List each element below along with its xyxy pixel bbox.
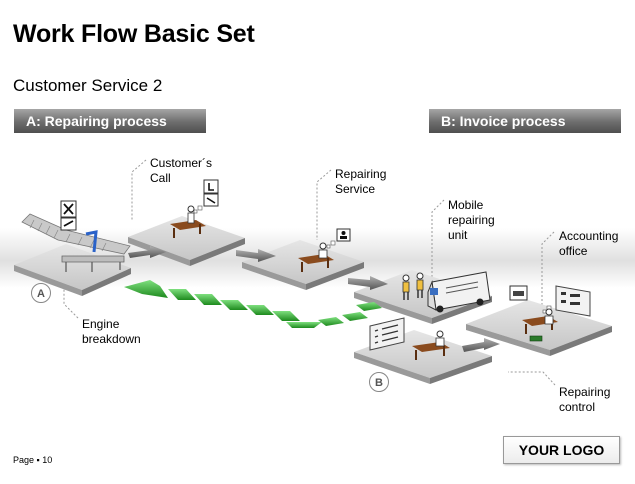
- label-repairing-service: Repairing Service: [335, 167, 387, 196]
- page-subtitle: Customer Service 2: [13, 76, 163, 95]
- page-number: Page ▪ 10: [13, 455, 53, 465]
- page-title: Work Flow Basic Set: [13, 20, 255, 48]
- credit-card-icon: [509, 285, 528, 301]
- marker-b: B: [369, 372, 389, 392]
- return-arrow-green: [124, 280, 382, 328]
- wrench-tools-icon: [60, 200, 77, 231]
- label-customer-call: Customer´s Call: [150, 156, 213, 185]
- flow-arrows-gray: [128, 246, 500, 352]
- org-chart-icon: [542, 285, 591, 317]
- logo-placeholder: YOUR LOGO: [503, 436, 620, 464]
- leader-lines: [63, 159, 556, 386]
- platform-engine: [14, 244, 131, 296]
- checklist-board-icon: [369, 317, 405, 351]
- section-header-a: A: Repairing process: [14, 109, 206, 133]
- phone-wrench-icon: [193, 179, 219, 214]
- label-accounting-office: Accounting office: [559, 229, 619, 258]
- mechanics-icon: [402, 272, 424, 300]
- person-card-icon: [326, 228, 351, 249]
- desk-person-control: [412, 330, 450, 360]
- platform-accounting: [466, 300, 612, 356]
- section-header-b: B: Invoice process: [429, 109, 621, 133]
- repair-van-icon: [427, 271, 491, 313]
- label-engine-breakdown: Engine breakdown: [82, 317, 141, 346]
- label-mobile-repairing-unit: Mobile repairing unit: [448, 198, 495, 242]
- label-repairing-control: Repairing control: [559, 385, 611, 414]
- conveyor-icon: [21, 213, 131, 272]
- desk-person-call: [170, 205, 206, 238]
- marker-a: A: [31, 283, 51, 303]
- desk-person-accounting: [522, 308, 558, 342]
- desk-person-service: [298, 242, 334, 272]
